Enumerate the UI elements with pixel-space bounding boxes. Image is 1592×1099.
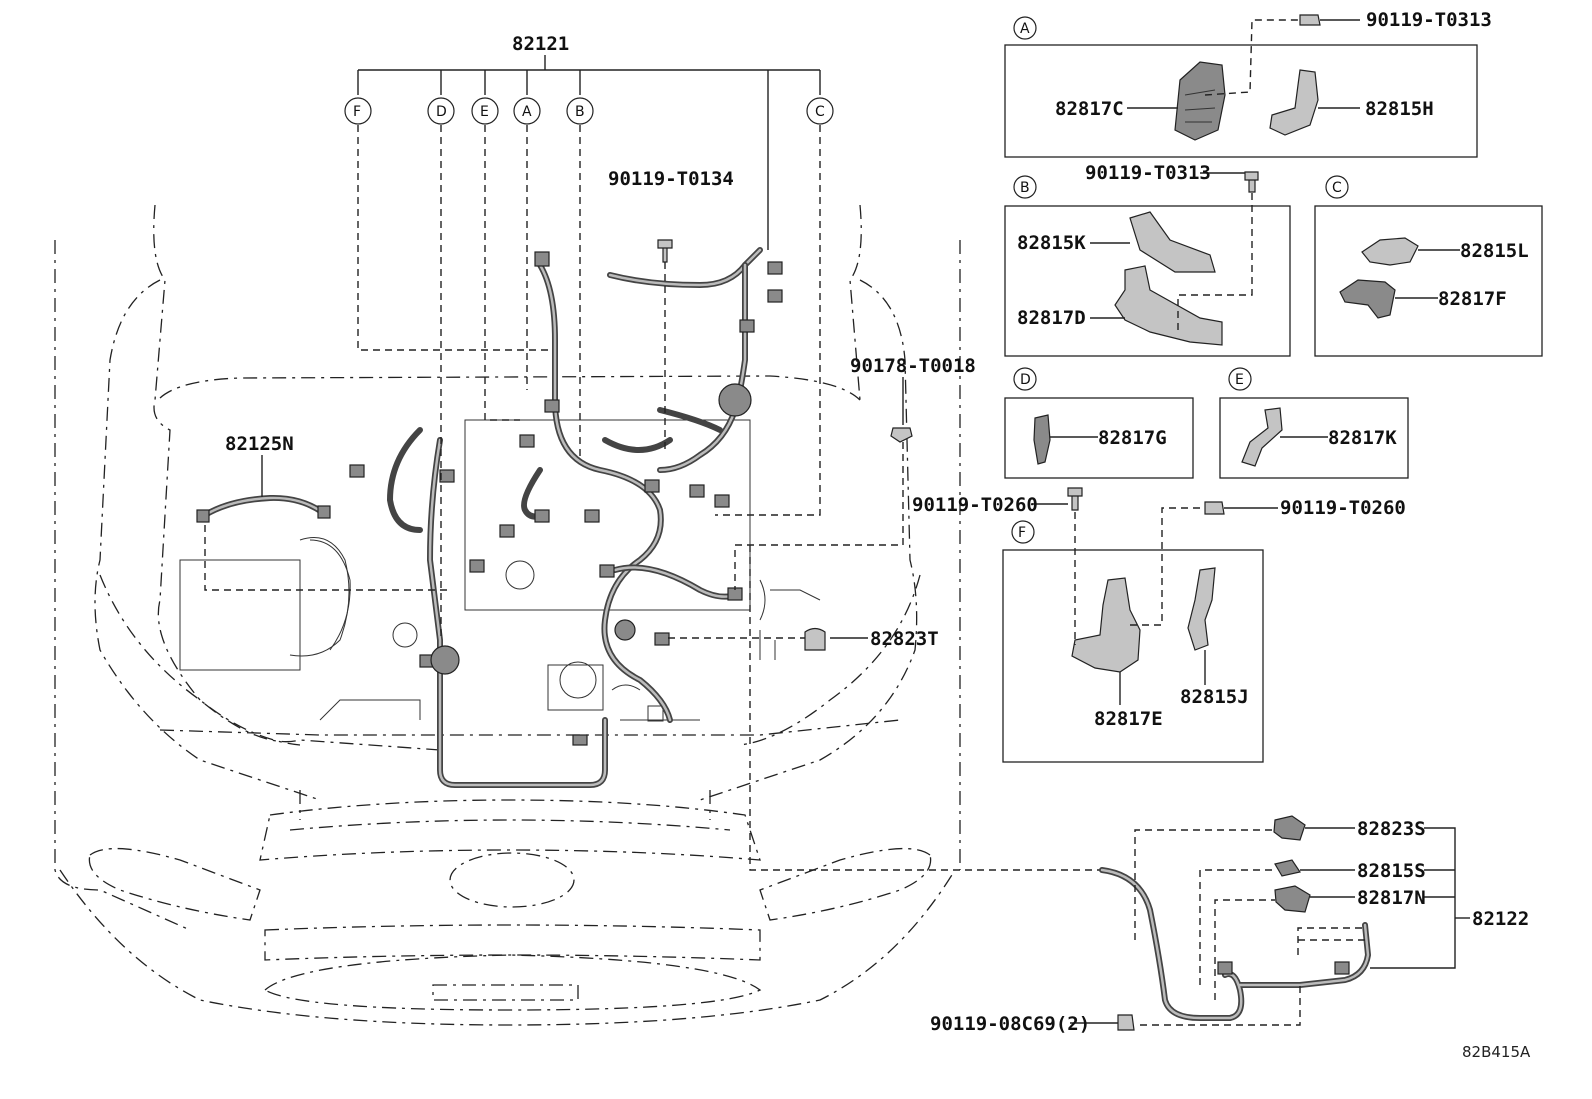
label-82815J: 82815J — [1180, 686, 1249, 708]
detail-box-E: E — [1219, 367, 1409, 479]
label-90119-T0313-a: 90119-T0313 — [1366, 9, 1492, 31]
label-82125N: 82125N — [225, 433, 294, 455]
label-90119-T0313-b: 90119-T0313 — [1085, 162, 1211, 184]
label-82815L: 82815L — [1460, 240, 1529, 262]
label-82815H: 82815H — [1365, 98, 1434, 120]
label-82817K: 82817K — [1328, 427, 1397, 449]
detail-letter-C: C — [1332, 180, 1342, 196]
label-82817F: 82817F — [1438, 288, 1507, 310]
label-82817N: 82817N — [1357, 887, 1426, 909]
label-82817D: 82817D — [1017, 307, 1086, 329]
label-82817E: 82817E — [1094, 708, 1163, 730]
label-82817C: 82817C — [1055, 98, 1124, 120]
label-90119-08C69: 90119-08C69(2) — [930, 1013, 1090, 1035]
callout-E: E — [480, 104, 489, 120]
label-90119-T0134: 90119-T0134 — [608, 168, 734, 190]
callout-F: F — [353, 104, 361, 120]
label-82815S: 82815S — [1357, 860, 1426, 882]
detail-box-A: A — [1004, 14, 1478, 158]
detail-box-B: B — [1004, 171, 1291, 357]
detail-letter-D: D — [1020, 372, 1031, 388]
detail-box-C: C — [1314, 175, 1543, 357]
callout-B: B — [575, 104, 585, 120]
detail-box-D: D — [1004, 367, 1194, 479]
label-82823S: 82823S — [1357, 818, 1426, 840]
label-90119-T0260-b: 90119-T0260 — [1280, 497, 1406, 519]
label-82817G: 82817G — [1098, 427, 1167, 449]
callout-C: C — [815, 104, 825, 120]
engine-wire-harness — [349, 239, 913, 788]
label-82823T: 82823T — [870, 628, 939, 650]
detail-letter-B: B — [1020, 180, 1030, 196]
vehicle-outline — [54, 204, 961, 1026]
detail-letter-A: A — [1020, 21, 1030, 37]
detail-letter-E: E — [1235, 372, 1244, 388]
label-82121: 82121 — [512, 33, 569, 55]
harness-82125N — [196, 455, 450, 591]
callout-A: A — [522, 104, 532, 120]
label-90119-T0260-a: 90119-T0260 — [912, 494, 1038, 516]
callout-82121-bracket — [357, 55, 1105, 871]
detail-box-F: F — [1002, 487, 1278, 763]
label-82815K: 82815K — [1017, 232, 1086, 254]
figure-code: 82B415A — [1462, 1043, 1531, 1061]
label-90178-T0018: 90178-T0018 — [850, 355, 976, 377]
label-82122: 82122 — [1472, 908, 1529, 930]
callout-D: D — [436, 104, 447, 120]
harness-82122 — [1070, 815, 1470, 1031]
callout-circles: F D E A B C — [344, 97, 834, 125]
detail-letter-F: F — [1018, 525, 1026, 541]
engine-bay-components — [179, 419, 826, 722]
